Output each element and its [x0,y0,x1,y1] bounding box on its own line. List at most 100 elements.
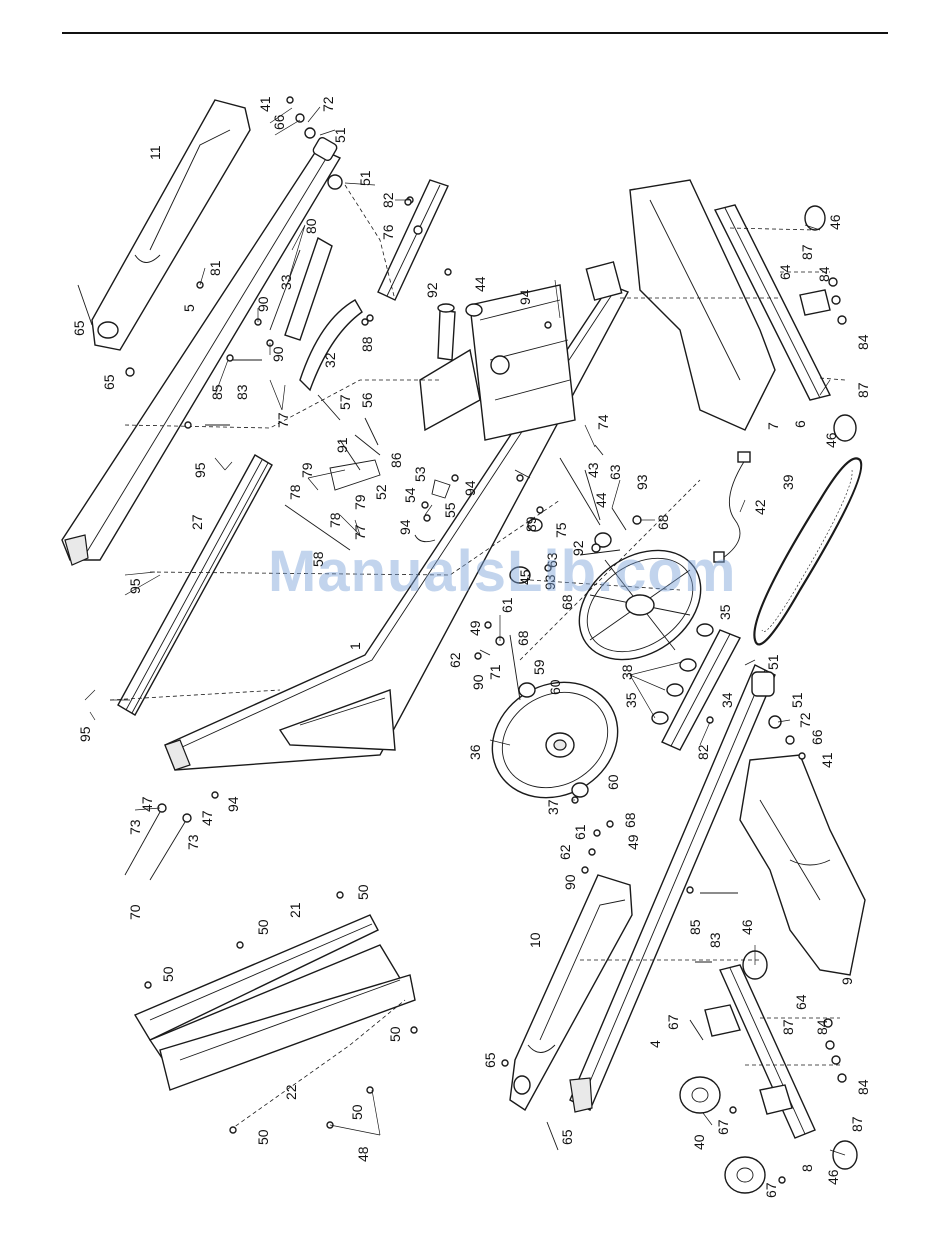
callout-22: 22 [283,1084,299,1100]
callout-50: 50 [255,919,271,935]
callout-60: 60 [605,774,621,790]
callout-94: 94 [462,480,478,496]
callout-94: 94 [397,519,413,535]
callout-73: 73 [185,834,201,850]
header-rule [62,32,888,34]
hardware-fasteners [77,96,847,1184]
callout-55: 55 [442,502,458,518]
callout-33: 33 [278,274,294,290]
callout-84: 84 [814,1019,830,1035]
callout-11: 11 [147,145,163,160]
callout-95: 95 [192,462,208,478]
flywheel [491,681,619,799]
lower-right-arm [569,664,776,1113]
callout-65: 65 [482,1052,498,1068]
callout-leaders [84,106,846,1156]
callout-80: 80 [303,218,319,234]
callout-68: 68 [559,594,575,610]
callout-84: 84 [855,1079,871,1095]
crank-cover-assembly [269,236,363,392]
callout-93: 93 [634,474,650,490]
callout-42: 42 [752,499,768,515]
callout-4: 4 [647,1040,663,1048]
callout-54: 54 [402,487,418,503]
lower-arm-bracket [651,623,741,751]
callout-47: 47 [139,796,155,812]
callout-38: 38 [619,664,635,680]
callout-41: 41 [257,96,273,112]
left-rear-shroud [133,914,416,1091]
callout-85: 85 [687,919,703,935]
callout-87: 87 [855,382,871,398]
callout-46: 46 [739,919,755,935]
callout-68: 68 [655,514,671,530]
callout-37: 37 [545,799,561,815]
callout-51: 51 [332,127,348,143]
callout-68: 68 [622,812,638,828]
callout-65: 65 [101,374,117,390]
watermark: ManualsLib.com [268,539,737,604]
callout-50: 50 [349,1104,365,1120]
callout-89: 89 [523,516,539,532]
callout-68: 68 [515,630,531,646]
left-side-rail [117,454,273,716]
callout-90: 90 [562,874,578,890]
callout-44: 44 [593,492,609,508]
callout-61: 61 [499,597,515,613]
front-stabilizer [713,204,857,442]
callout-5: 5 [181,304,197,312]
callout-92: 92 [570,540,586,556]
callout-57: 57 [337,394,353,410]
callout-66: 66 [271,114,287,130]
callout-95: 95 [77,726,93,742]
callout-52: 52 [373,484,389,500]
callout-91: 91 [334,437,350,453]
callout-50: 50 [160,966,176,982]
callout-63: 63 [544,552,560,568]
callout-46: 46 [825,1169,841,1185]
callout-65: 65 [559,1129,575,1145]
callout-71: 71 [487,664,503,680]
callout-83: 83 [707,932,723,948]
callout-51: 51 [765,654,781,670]
callout-7: 7 [765,422,781,430]
callout-70: 70 [127,904,143,920]
callout-88: 88 [359,336,375,352]
drive-pulley [578,549,702,661]
callout-90: 90 [255,296,271,312]
callout-61: 61 [572,824,588,840]
callout-78: 78 [287,484,303,500]
callout-67: 67 [665,1014,681,1030]
callout-45: 45 [517,569,533,585]
callout-50: 50 [255,1129,271,1145]
callout-50: 50 [355,884,371,900]
callout-93: 93 [542,574,558,590]
callout-64: 64 [793,994,809,1010]
callout-27: 27 [189,514,205,530]
callout-43: 43 [585,462,601,478]
callout-77: 77 [275,412,291,428]
callout-67: 67 [715,1119,731,1135]
callout-35: 35 [623,692,639,708]
callout-87: 87 [799,244,815,260]
callout-49: 49 [467,620,483,636]
callout-32: 32 [322,352,338,368]
callout-79: 79 [299,462,315,478]
callout-51: 51 [789,692,805,708]
callout-76: 76 [380,224,396,240]
callout-73: 73 [127,819,143,835]
right-rear-shroud [739,754,866,976]
callout-59: 59 [531,659,547,675]
callout-34: 34 [719,692,735,708]
right-front-shroud [629,179,776,431]
callout-65: 65 [71,320,87,336]
callout-41: 41 [819,752,835,768]
callout-10: 10 [527,932,543,948]
callout-50: 50 [387,1026,403,1042]
callout-95: 95 [127,578,143,594]
lower-right-arm-cover [509,874,633,1112]
callout-75: 75 [553,522,569,538]
callout-85: 85 [209,384,225,400]
